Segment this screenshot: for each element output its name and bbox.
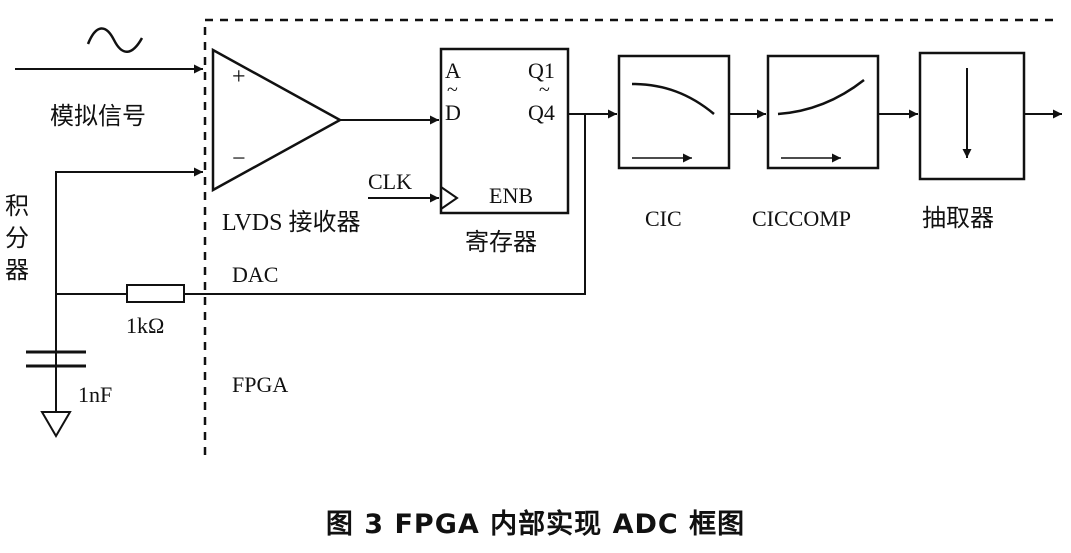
integrator-label-3: 器 [5, 256, 29, 284]
comparator-minus: − [232, 146, 246, 172]
reg-enb: ENB [489, 183, 533, 208]
fpga-label: FPGA [232, 372, 288, 397]
resistor [126, 284, 185, 303]
reg-output-tilde: ~ [539, 79, 550, 101]
integrator-label-2: 分 [5, 224, 29, 252]
register-block [439, 47, 570, 215]
reg-input-a: A [445, 58, 461, 83]
integrator-wire [55, 167, 203, 410]
capacitor-label: 1nF [78, 382, 112, 407]
reg-output-q1: Q1 [528, 58, 555, 83]
reg-input-d: D [445, 100, 461, 125]
resistor-label: 1kΩ [126, 313, 164, 338]
ciccomp-block [766, 54, 880, 170]
lvds-comparator [211, 47, 343, 193]
dac-label: DAC [232, 262, 278, 287]
dac-feedback-wire [184, 114, 586, 295]
figure-caption: 图 3 FPGA 内部实现 ADC 框图 [325, 509, 746, 540]
comparator-plus: + [232, 64, 246, 90]
analog-signal-label: 模拟信号 [50, 102, 146, 130]
fpga-boundary [203, 18, 1060, 455]
clk-label: CLK [368, 169, 412, 194]
cic-lowpass-curve-icon [631, 82, 715, 115]
reg-input-tilde: ~ [447, 79, 458, 101]
cic-label: CIC [645, 206, 682, 231]
sine-wave-icon [86, 27, 144, 53]
ciccomp-curve-icon [777, 79, 865, 116]
decimator-label: 抽取器 [922, 204, 994, 232]
register-label: 寄存器 [465, 228, 537, 256]
clock-input-triangle-icon [440, 186, 459, 210]
integrator-label-1: 积 [5, 192, 29, 220]
lvds-label: LVDS 接收器 [222, 209, 360, 236]
reg-output-q4: Q4 [528, 100, 555, 125]
decimator-block [918, 51, 1026, 181]
ciccomp-label: CICCOMP [752, 206, 851, 231]
ground-icon [40, 411, 72, 438]
